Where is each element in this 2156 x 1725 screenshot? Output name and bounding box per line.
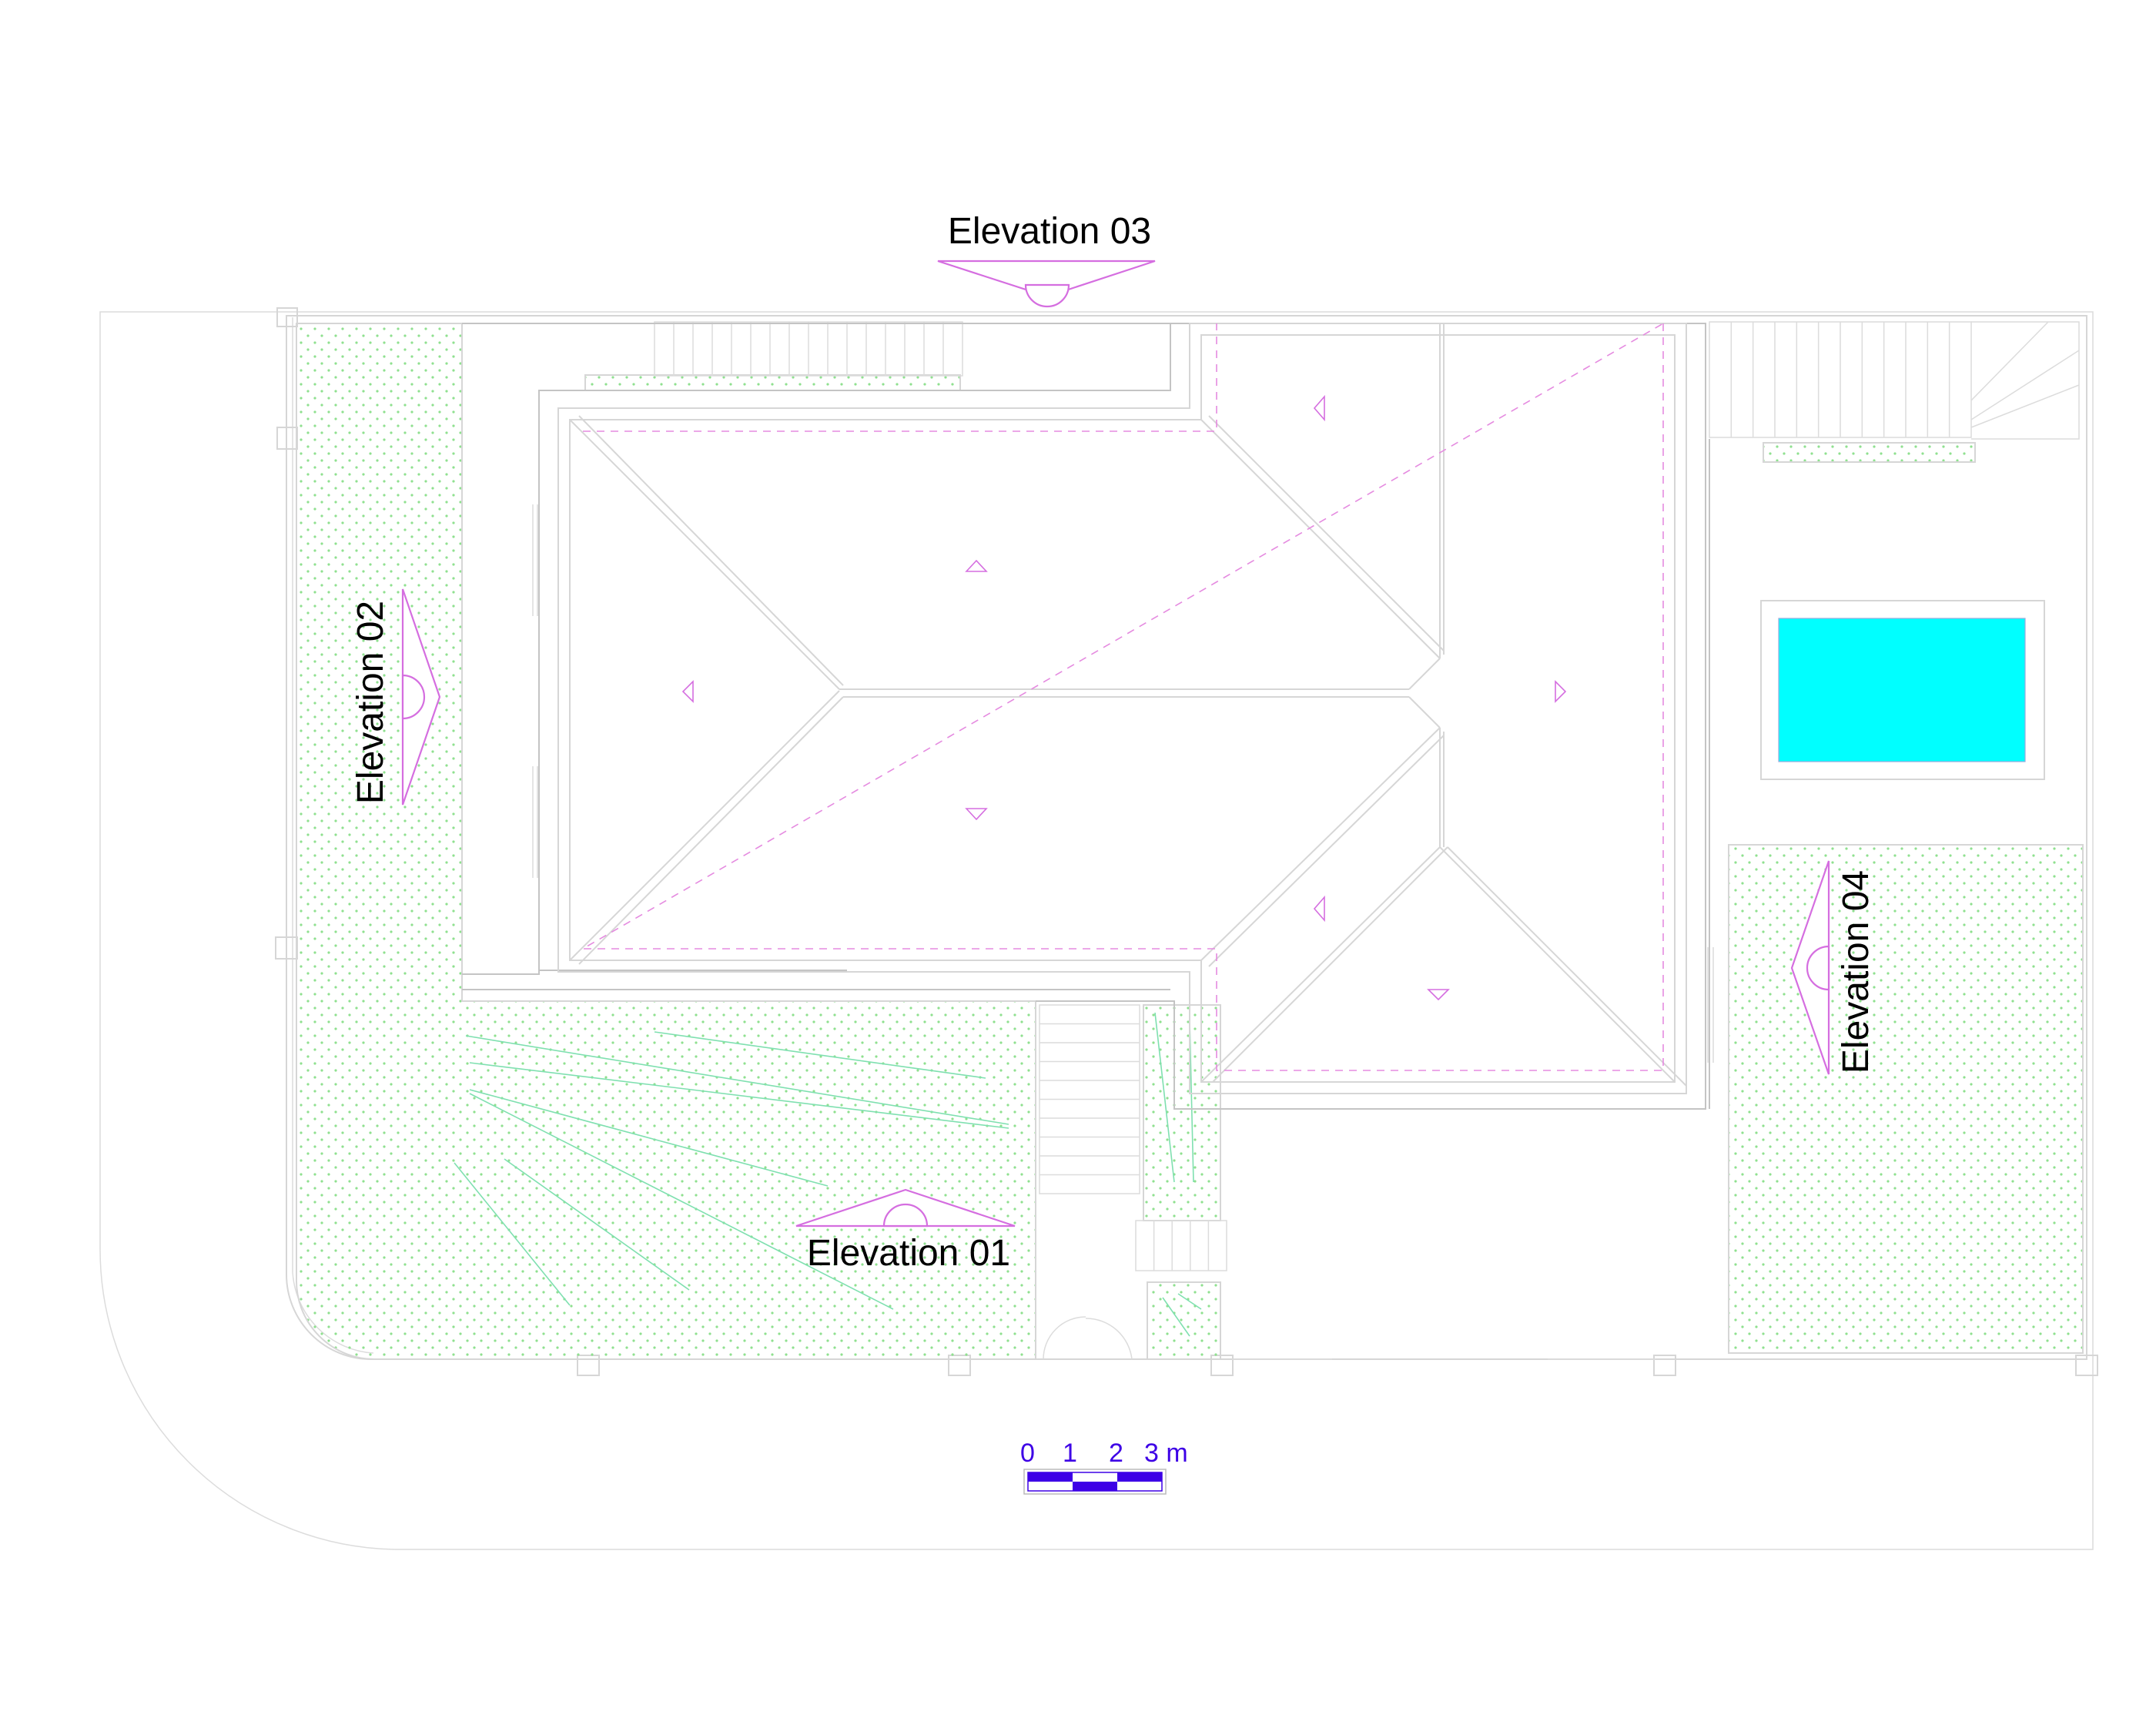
window-marks	[532, 504, 1714, 1360]
elevation-marker-01	[795, 1188, 1016, 1228]
scale-label-2: 2	[1109, 1439, 1123, 1468]
site-boundary	[99, 311, 2094, 1550]
scale-bar	[1023, 1469, 1167, 1495]
scale-label-3: 3 m	[1144, 1439, 1188, 1468]
swimming-pool	[1760, 600, 2045, 780]
pool-water	[1778, 618, 2026, 762]
elevation-label-02: Elevation 02	[350, 601, 391, 804]
stairs-top-right	[1709, 321, 2080, 440]
elevation-marker-04	[1790, 860, 1830, 1075]
house-outline	[462, 323, 1710, 1110]
elevation-marker-02	[401, 588, 441, 806]
grass-area-right	[1728, 844, 2084, 1354]
roof-ridges	[569, 323, 1687, 1087]
planter-box	[1147, 1281, 1221, 1360]
roof-wall-line	[581, 322, 1664, 1071]
entrance-gate	[1043, 1316, 1133, 1360]
elevation-label-01: Elevation 01	[807, 1233, 1010, 1274]
roof-outline	[557, 323, 1687, 1094]
roof-slope-arrows	[681, 394, 1567, 1001]
planting-lines	[454, 1012, 1202, 1337]
scale-label-1: 1	[1063, 1439, 1077, 1468]
elevation-marker-03	[937, 260, 1156, 308]
elevation-label-04: Elevation 04	[1836, 870, 1876, 1074]
scale-label-0: 0	[1020, 1439, 1035, 1468]
grass-strip-pool	[1763, 442, 1976, 463]
grass-area-left	[295, 323, 1036, 1361]
elevation-label-03: Elevation 03	[948, 211, 1151, 252]
grass-strip-top	[584, 374, 961, 391]
grass-strip-side	[1143, 1004, 1221, 1221]
